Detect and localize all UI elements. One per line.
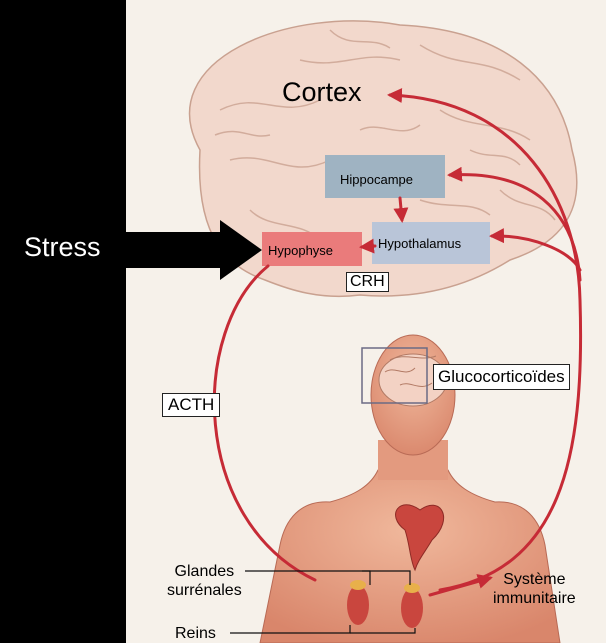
cortex-label: Cortex [282,77,362,108]
reins-label: Reins [175,625,216,643]
hypophyse-label: Hypophyse [268,243,333,258]
systeme-immunitaire-label: Système immunitaire [493,570,576,608]
glandes-line2: surrénales [167,581,242,600]
glucocorticoides-label: Glucocorticoïdes [433,364,570,390]
crh-label: CRH [346,272,389,292]
acth-label: ACTH [162,393,220,417]
left-black-panel [0,0,126,643]
hippocampe-label: Hippocampe [340,172,413,187]
glandes-surrenales-label: Glandes surrénales [167,562,242,600]
hypothalamus-label: Hypothalamus [378,236,461,251]
stress-label: Stress [24,232,101,263]
systeme-line2: immunitaire [493,589,576,608]
systeme-line1: Système [493,570,576,589]
glandes-line1: Glandes [167,562,242,581]
